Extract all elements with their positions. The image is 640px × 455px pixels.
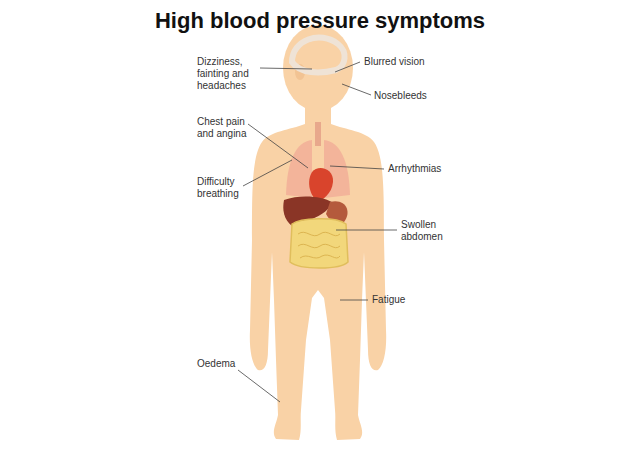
leader-line [238,370,280,402]
head [283,25,353,111]
brain [292,38,345,73]
lung-left [286,140,312,198]
symptom-label: Fatigue [372,294,405,306]
symptom-label: Arrhythmias [388,163,441,175]
intestines [290,219,348,268]
symptom-label: Difficulty breathing [197,176,245,200]
body-silhouette [250,25,386,440]
symptom-label: Blurred vision [364,56,425,68]
symptom-label: Nosebleeds [374,90,427,102]
symptom-label: Oedema [197,358,235,370]
leader-line [248,124,308,168]
leader-line [243,160,292,186]
symptom-label: Chest pain and angina [197,116,249,140]
leader-line [335,62,360,72]
leader-line [260,68,312,69]
leader-lines [238,62,397,402]
trachea [315,122,321,146]
symptom-label: Swollen abdomen [401,219,447,243]
leader-line [342,84,371,95]
symptom-label: Dizziness, fainting and headaches [197,56,259,92]
leader-line [336,230,397,231]
body-outline [250,108,386,440]
leader-line [330,166,384,169]
organs [283,122,350,268]
diagram-title: High blood pressure symptoms [0,8,640,34]
intestine-folds [298,232,340,258]
leader-line [340,300,368,301]
